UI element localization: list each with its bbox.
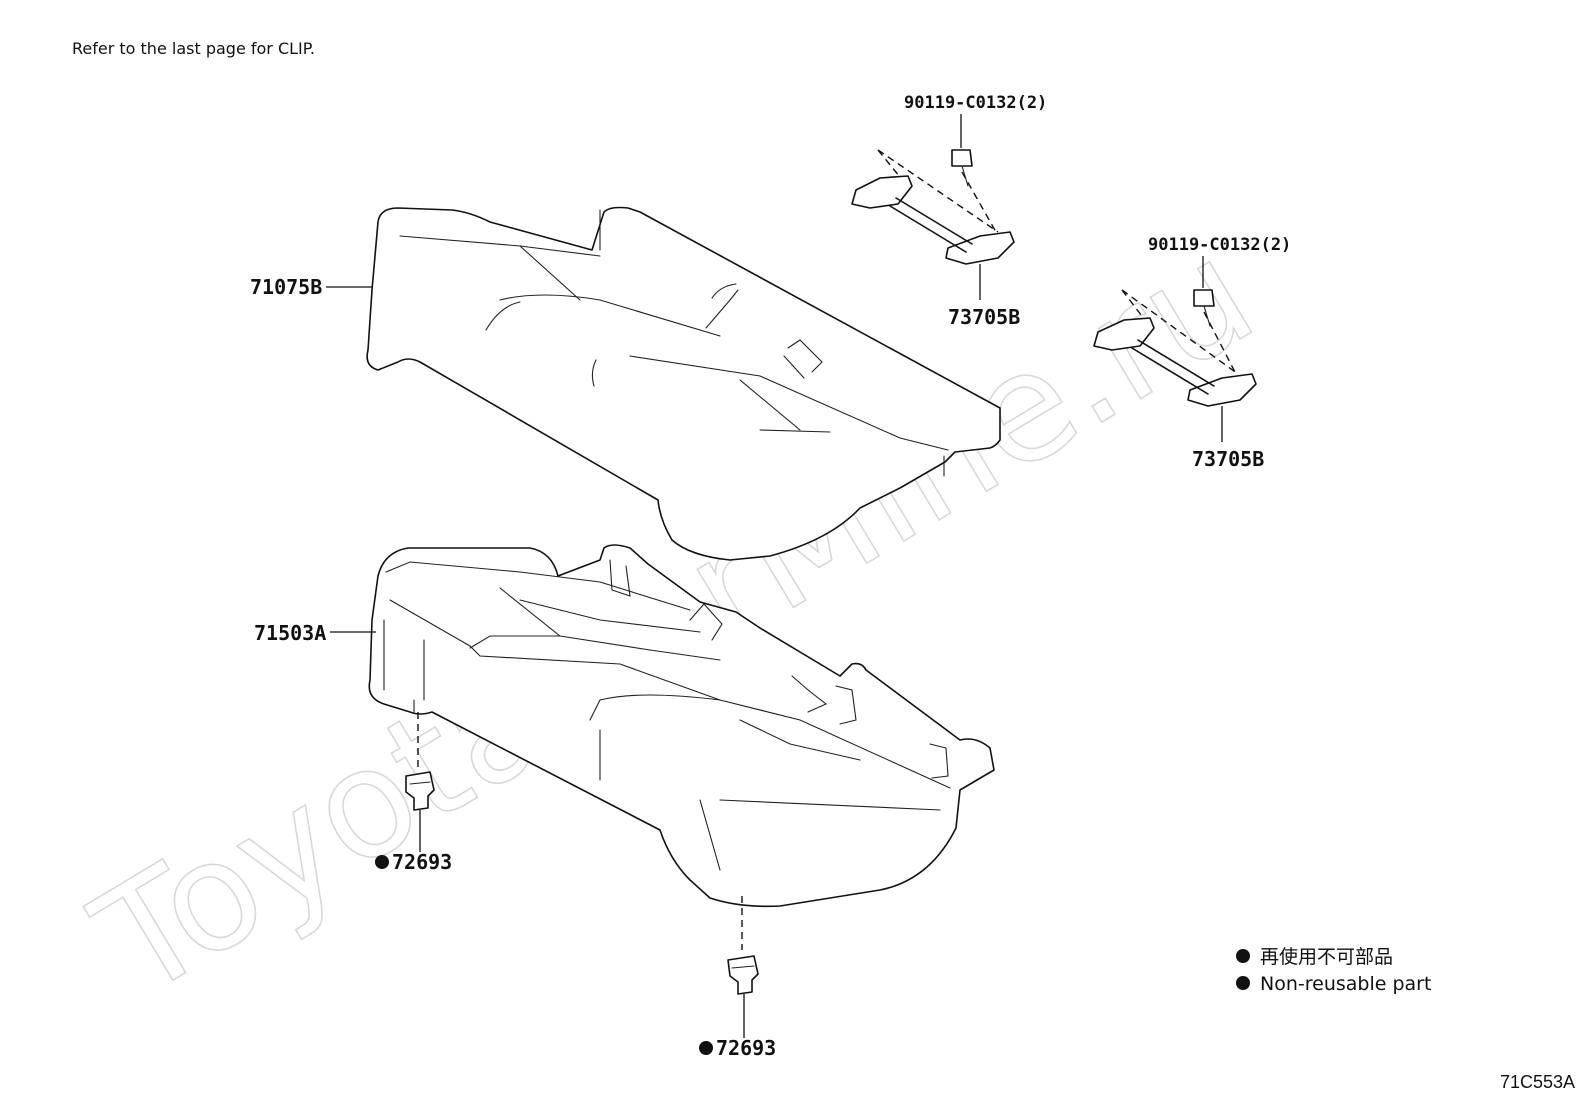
bolt-lower-illustration[interactable]	[1193, 289, 1215, 327]
legend-bullet-1	[1236, 949, 1250, 963]
part-label-bolt-upper[interactable]: 90119-C0132(2)	[904, 93, 1047, 113]
seat-pad-illustration[interactable]	[368, 544, 995, 908]
legend-line-japanese: 再使用不可部品	[1260, 946, 1393, 968]
part-label-hook-upper[interactable]: 73705B	[948, 305, 1020, 329]
part-label-clip-left[interactable]: 72693	[392, 850, 452, 874]
part-label-clip-right[interactable]: 72693	[716, 1036, 776, 1060]
diagram-code: 71C553A	[1500, 1072, 1575, 1092]
non-reusable-mark-left	[375, 855, 389, 869]
part-label-seat-cover[interactable]: 71075B	[250, 275, 322, 299]
non-reusable-mark-right	[699, 1041, 713, 1055]
bolt-upper-illustration[interactable]	[951, 149, 973, 187]
legend: 再使用不可部品 Non-reusable part	[1236, 946, 1431, 995]
clip-right-illustration[interactable]	[727, 955, 759, 995]
seat-cover-illustration[interactable]	[366, 206, 1001, 561]
part-label-seat-pad[interactable]: 71503A	[254, 621, 326, 645]
legend-bullet-2	[1236, 976, 1250, 990]
part-label-bolt-lower[interactable]: 90119-C0132(2)	[1148, 235, 1291, 255]
hook-lower-illustration[interactable]	[1093, 317, 1257, 407]
clip-left-illustration[interactable]	[405, 771, 435, 811]
clip-note: Refer to the last page for CLIP.	[72, 39, 315, 58]
legend-line-english: Non-reusable part	[1260, 973, 1431, 995]
part-label-hook-lower[interactable]: 73705B	[1192, 447, 1264, 471]
hook-upper-illustration[interactable]	[851, 175, 1015, 265]
